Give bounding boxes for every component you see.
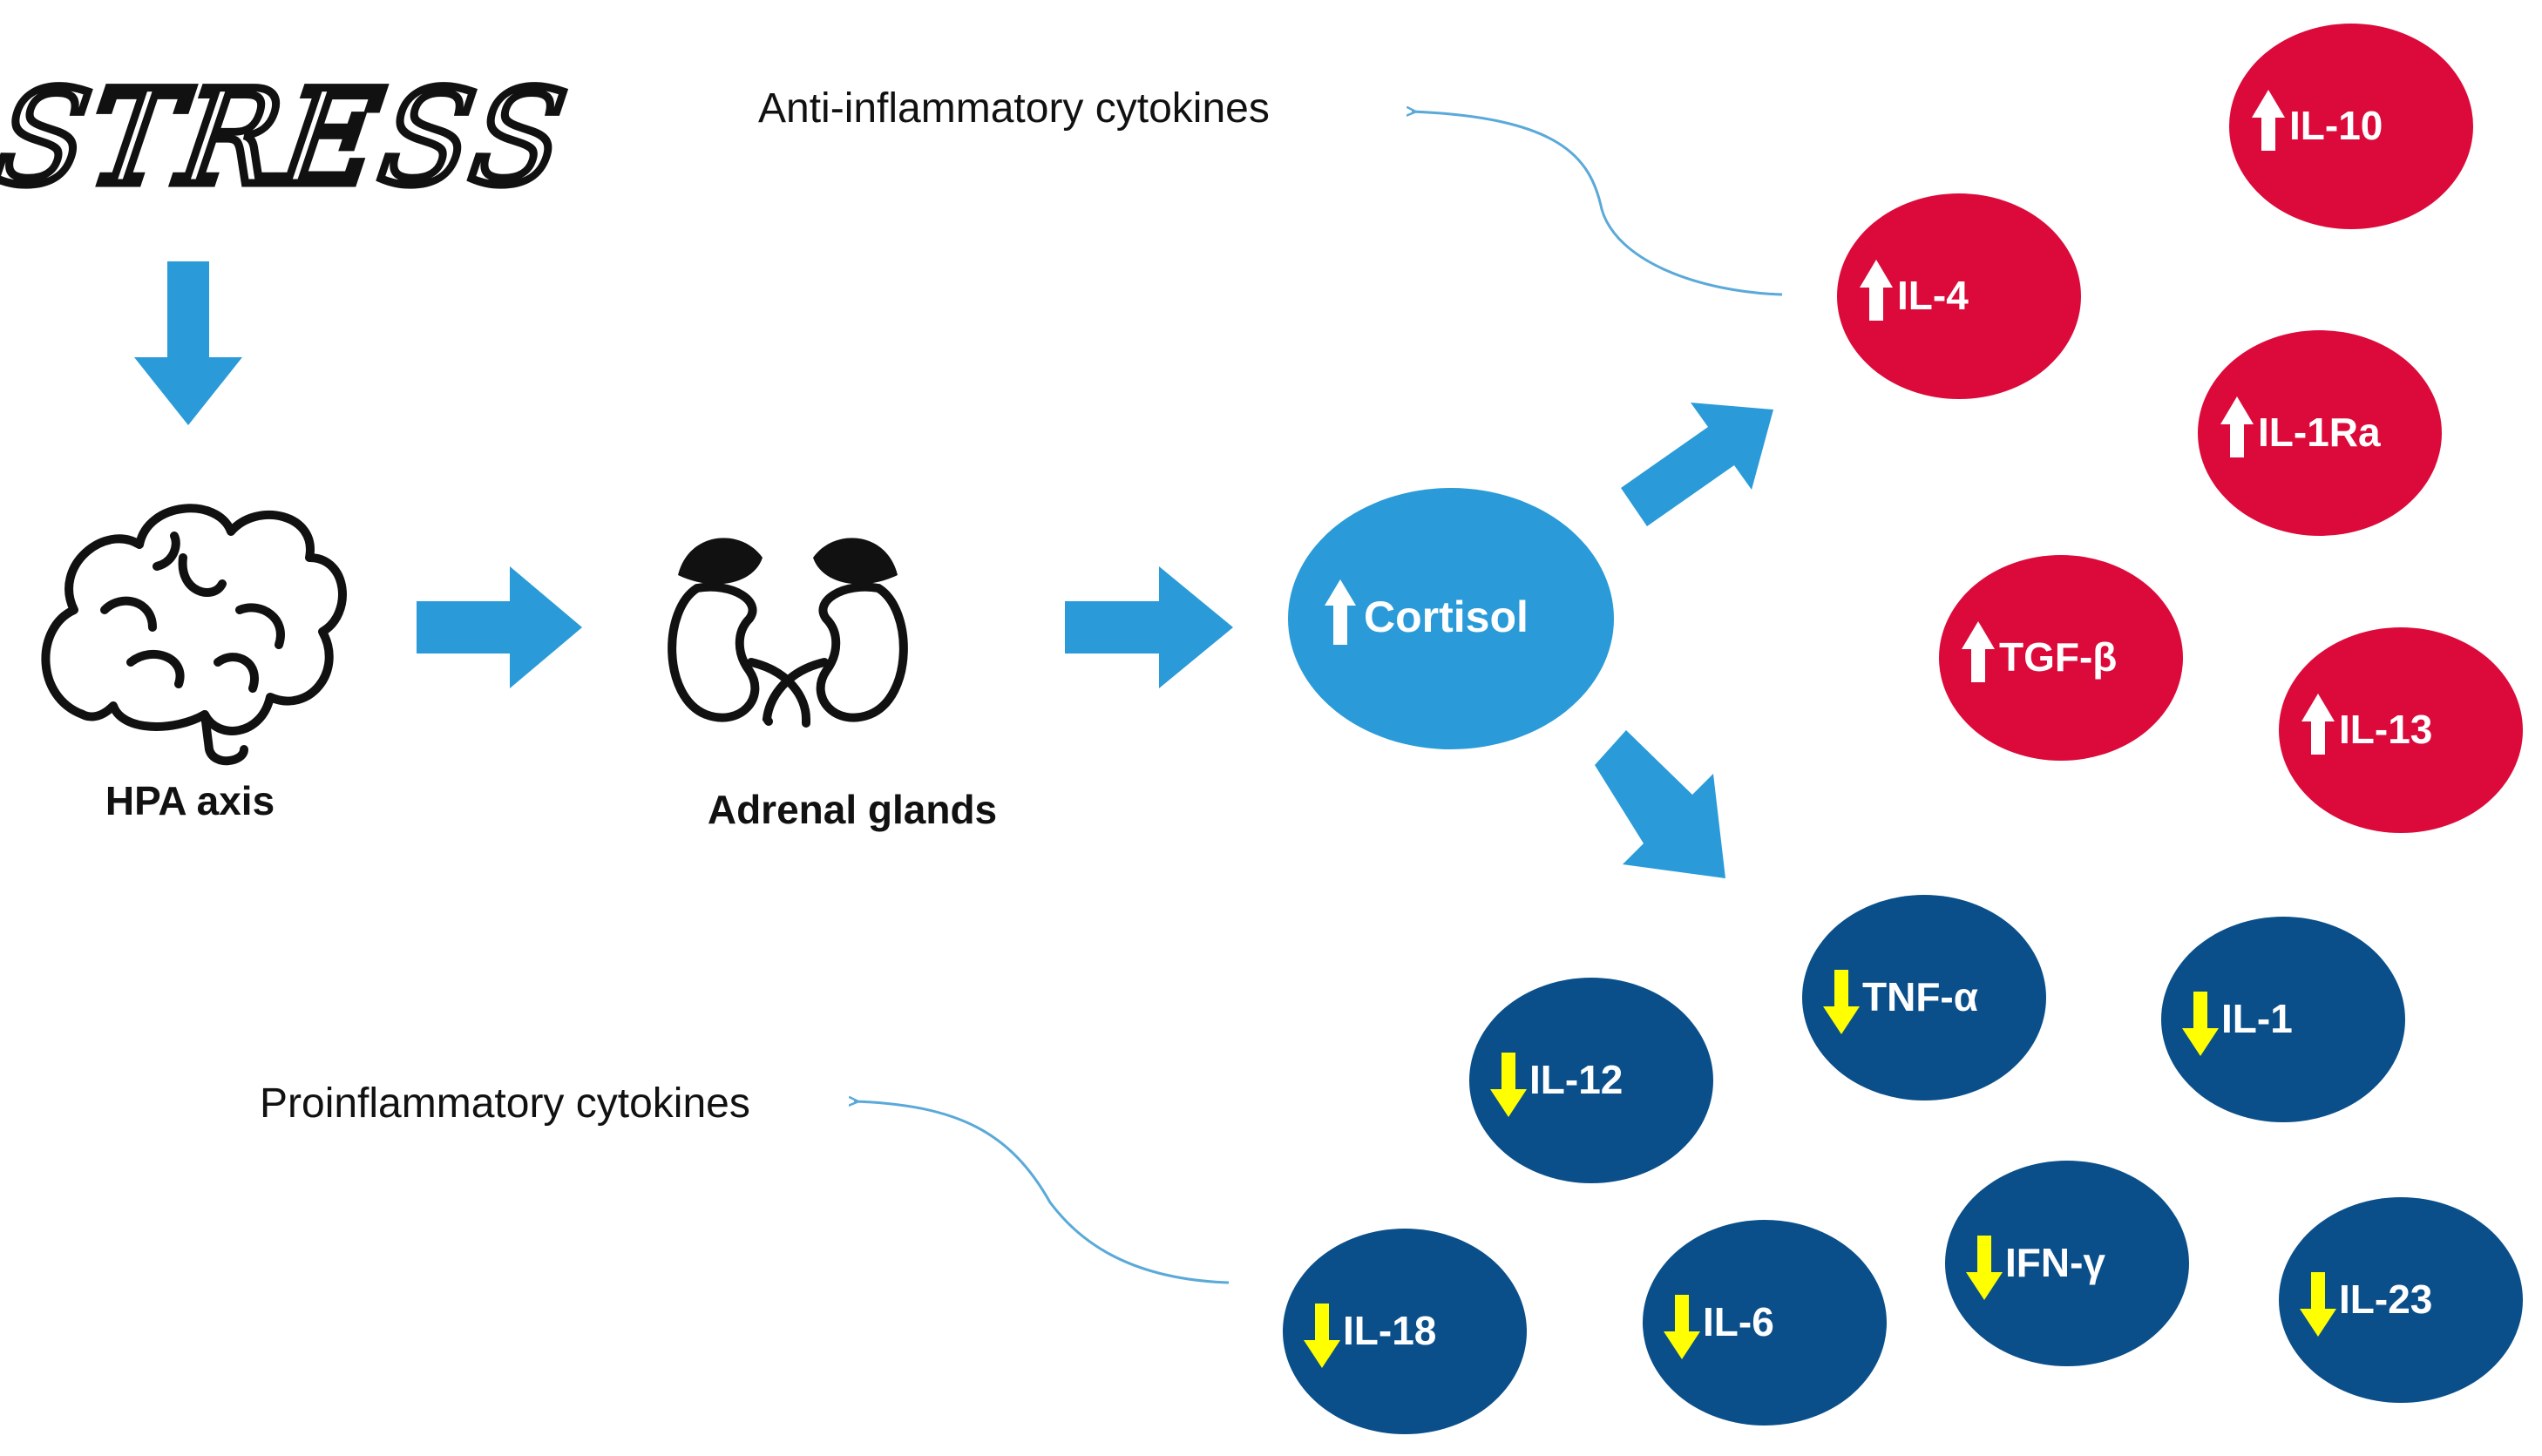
pro-cytokine-il-12: IL-12: [1469, 978, 1713, 1183]
brain-icon: [41, 504, 347, 766]
cytokine-circle: [1643, 1220, 1887, 1426]
up-arrow-icon: [2301, 694, 2335, 755]
cytokine-circle: [2279, 627, 2523, 833]
down-arrow-icon: [1966, 1236, 2003, 1300]
anti-cytokine-il-10: IL-10: [2229, 24, 2473, 229]
arrow-cortisol-to-anti: [1621, 403, 1773, 526]
cytokine-circle: [1939, 555, 2183, 761]
cytokine-circle: [1802, 895, 2046, 1100]
pro-cytokine-il-18: IL-18: [1283, 1229, 1527, 1434]
anti-inflammatory-label: Anti-inflammatory cytokines: [758, 85, 1270, 132]
anti-cytokine-il-1ra: IL-1Ra: [2198, 330, 2442, 536]
pro-cytokine-il-6: IL-6: [1643, 1220, 1887, 1426]
cytokine-label: IL-12: [1529, 1057, 1623, 1102]
proinflammatory-label: Proinflammatory cytokines: [260, 1080, 750, 1127]
pro-cytokine-ifn: IFN-γ: [1945, 1161, 2189, 1366]
down-arrow-icon: [1304, 1304, 1340, 1368]
arrow-stress-to-hpa: [134, 261, 242, 425]
cytokine-circle: [1283, 1229, 1527, 1434]
up-arrow-icon: [2252, 90, 2285, 151]
cytokine-label: TNF-α: [1862, 974, 1978, 1019]
anti-cytokine-tgf: TGF-β: [1939, 555, 2183, 761]
up-arrow-icon: [2220, 396, 2254, 457]
cytokine-label: IL-23: [2339, 1277, 2432, 1322]
cytokine-label: IL-4: [1897, 273, 1969, 318]
down-arrow-icon: [2300, 1272, 2336, 1337]
kidneys-icon: [668, 538, 908, 728]
cortisol-label: Cortisol: [1364, 593, 1529, 641]
arrow-hpa-to-adrenal: [417, 566, 582, 688]
anti-cytokine-il-13: IL-13: [2279, 627, 2523, 833]
cytokine-circle: [2229, 24, 2473, 229]
cytokine-label: TGF-β: [1999, 634, 2117, 680]
pro-cytokine-il-23: IL-23: [2279, 1197, 2523, 1403]
arrow-cortisol-to-pro: [1595, 730, 1725, 878]
pro-cytokine-tnf: TNF-α: [1802, 895, 2046, 1100]
cytokine-label: IL-1Ra: [2258, 410, 2381, 455]
cytokine-label: IL-10: [2289, 103, 2383, 148]
up-arrow-icon: [1860, 260, 1893, 321]
cytokine-label: IL-1: [2221, 996, 2293, 1041]
down-arrow-icon: [2182, 992, 2219, 1056]
cytokine-label: IFN-γ: [2005, 1240, 2105, 1285]
hpa-axis-label: HPA axis: [105, 778, 275, 823]
pro-connector: [854, 1101, 1230, 1284]
cytokine-circle: [1469, 978, 1713, 1183]
cytokine-label: IL-18: [1343, 1308, 1436, 1353]
down-arrow-icon: [1823, 970, 1860, 1034]
cytokine-circle: [2161, 917, 2405, 1122]
pro-cytokine-il-1: IL-1: [2161, 917, 2405, 1122]
up-arrow-icon: [1325, 579, 1356, 645]
arrow-adrenal-to-cortisol: [1065, 566, 1233, 688]
cytokine-label: IL-6: [1703, 1299, 1774, 1344]
cytokine-circle: [2279, 1197, 2523, 1403]
down-arrow-icon: [1664, 1295, 1700, 1359]
cytokine-circle: [1837, 193, 2081, 399]
cytokine-circle: [1945, 1161, 2189, 1366]
adrenal-glands-label: Adrenal glands: [708, 787, 997, 832]
down-arrow-icon: [1490, 1053, 1527, 1117]
anti-connector: [1412, 112, 1783, 296]
cortisol-node: Cortisol: [1288, 488, 1614, 749]
anti-cytokine-il-4: IL-4: [1837, 193, 2081, 399]
cytokine-circle: [2198, 330, 2442, 536]
cytokine-label: IL-13: [2339, 707, 2432, 752]
stress-title: STRESS: [0, 62, 577, 214]
up-arrow-icon: [1962, 621, 1995, 682]
